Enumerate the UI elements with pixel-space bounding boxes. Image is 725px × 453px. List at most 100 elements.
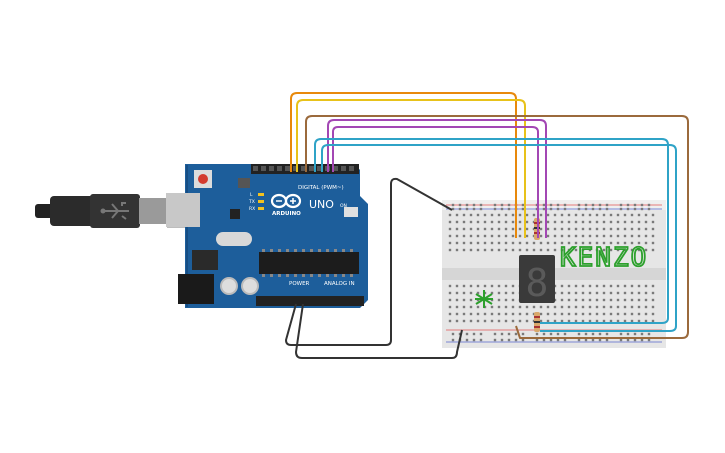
breadboard-hole[interactable] <box>574 248 578 252</box>
breadboard-hole[interactable] <box>598 207 602 211</box>
breadboard-hole[interactable] <box>539 234 543 238</box>
breadboard-hole[interactable] <box>539 312 543 316</box>
breadboard-hole[interactable] <box>602 291 606 295</box>
breadboard-hole[interactable] <box>567 241 571 245</box>
breadboard-hole[interactable] <box>630 234 634 238</box>
breadboard-hole[interactable] <box>525 213 529 217</box>
breadboard-hole[interactable] <box>525 319 529 323</box>
breadboard-hole[interactable] <box>490 234 494 238</box>
breadboard-hole[interactable] <box>476 319 480 323</box>
breadboard-hole[interactable] <box>651 227 655 231</box>
breadboard-hole[interactable] <box>465 338 469 342</box>
breadboard-hole[interactable] <box>504 319 508 323</box>
breadboard-hole[interactable] <box>493 338 497 342</box>
breadboard-hole[interactable] <box>581 284 585 288</box>
breadboard-hole[interactable] <box>504 241 508 245</box>
breadboard-hole[interactable] <box>490 248 494 252</box>
breadboard-hole[interactable] <box>458 332 462 336</box>
breadboard-hole[interactable] <box>455 291 459 295</box>
breadboard-hole[interactable] <box>518 248 522 252</box>
breadboard-hole[interactable] <box>595 284 599 288</box>
breadboard-hole[interactable] <box>507 207 511 211</box>
breadboard-hole[interactable] <box>497 213 501 217</box>
breadboard-hole[interactable] <box>623 312 627 316</box>
breadboard-hole[interactable] <box>535 332 539 336</box>
breadboard-hole[interactable] <box>591 338 595 342</box>
breadboard-hole[interactable] <box>567 220 571 224</box>
breadboard-hole[interactable] <box>619 338 623 342</box>
breadboard-hole[interactable] <box>490 291 494 295</box>
breadboard-hole[interactable] <box>476 312 480 316</box>
breadboard-hole[interactable] <box>630 319 634 323</box>
breadboard-hole[interactable] <box>490 305 494 309</box>
breadboard-hole[interactable] <box>609 305 613 309</box>
breadboard-hole[interactable] <box>539 305 543 309</box>
breadboard-hole[interactable] <box>518 227 522 231</box>
breadboard-hole[interactable] <box>630 305 634 309</box>
breadboard-hole[interactable] <box>462 284 466 288</box>
breadboard-hole[interactable] <box>465 207 469 211</box>
breadboard-hole[interactable] <box>483 319 487 323</box>
breadboard-hole[interactable] <box>504 248 508 252</box>
breadboard-hole[interactable] <box>556 207 560 211</box>
breadboard-hole[interactable] <box>455 241 459 245</box>
breadboard-hole[interactable] <box>651 213 655 217</box>
breadboard-hole[interactable] <box>497 291 501 295</box>
breadboard-hole[interactable] <box>490 241 494 245</box>
breadboard-hole[interactable] <box>532 241 536 245</box>
breadboard-hole[interactable] <box>602 305 606 309</box>
breadboard-hole[interactable] <box>553 248 557 252</box>
breadboard-hole[interactable] <box>633 332 637 336</box>
breadboard-hole[interactable] <box>623 291 627 295</box>
wire-orange[interactable] <box>290 92 517 238</box>
breadboard-hole[interactable] <box>630 291 634 295</box>
breadboard-hole[interactable] <box>623 284 627 288</box>
breadboard-hole[interactable] <box>532 248 536 252</box>
breadboard-hole[interactable] <box>553 213 557 217</box>
breadboard-hole[interactable] <box>514 332 518 336</box>
breadboard-hole[interactable] <box>651 248 655 252</box>
breadboard-hole[interactable] <box>584 338 588 342</box>
breadboard-hole[interactable] <box>581 248 585 252</box>
breadboard-hole[interactable] <box>616 241 620 245</box>
breadboard-hole[interactable] <box>609 234 613 238</box>
breadboard-hole[interactable] <box>462 319 466 323</box>
breadboard-hole[interactable] <box>637 291 641 295</box>
breadboard-hole[interactable] <box>574 305 578 309</box>
breadboard-hole[interactable] <box>462 227 466 231</box>
breadboard-hole[interactable] <box>563 203 567 207</box>
breadboard-hole[interactable] <box>546 227 550 231</box>
breadboard-hole[interactable] <box>476 305 480 309</box>
breadboard-hole[interactable] <box>521 332 525 336</box>
breadboard-hole[interactable] <box>630 248 634 252</box>
breadboard-hole[interactable] <box>605 203 609 207</box>
breadboard-hole[interactable] <box>539 241 543 245</box>
breadboard-hole[interactable] <box>598 338 602 342</box>
breadboard-hole[interactable] <box>518 312 522 316</box>
breadboard-hole[interactable] <box>595 305 599 309</box>
breadboard-hole[interactable] <box>609 284 613 288</box>
breadboard-hole[interactable] <box>500 207 504 211</box>
wire-teal-1[interactable] <box>314 138 669 324</box>
breadboard-hole[interactable] <box>504 234 508 238</box>
wire-teal-2[interactable] <box>321 144 677 332</box>
breadboard-hole[interactable] <box>479 332 483 336</box>
breadboard-hole[interactable] <box>448 248 452 252</box>
breadboard-hole[interactable] <box>462 248 466 252</box>
breadboard-hole[interactable] <box>602 241 606 245</box>
breadboard-hole[interactable] <box>595 241 599 245</box>
breadboard-hole[interactable] <box>490 312 494 316</box>
wire-black-2[interactable] <box>295 303 463 359</box>
breadboard-hole[interactable] <box>472 332 476 336</box>
breadboard-hole[interactable] <box>574 227 578 231</box>
breadboard-hole[interactable] <box>630 227 634 231</box>
breadboard-hole[interactable] <box>472 338 476 342</box>
breadboard-hole[interactable] <box>462 298 466 302</box>
breadboard-hole[interactable] <box>595 312 599 316</box>
wire-yellow[interactable] <box>296 99 526 238</box>
breadboard-hole[interactable] <box>511 319 515 323</box>
breadboard-hole[interactable] <box>591 207 595 211</box>
resistor-bottom[interactable] <box>534 312 540 332</box>
breadboard-hole[interactable] <box>511 305 515 309</box>
breadboard-hole[interactable] <box>626 207 630 211</box>
